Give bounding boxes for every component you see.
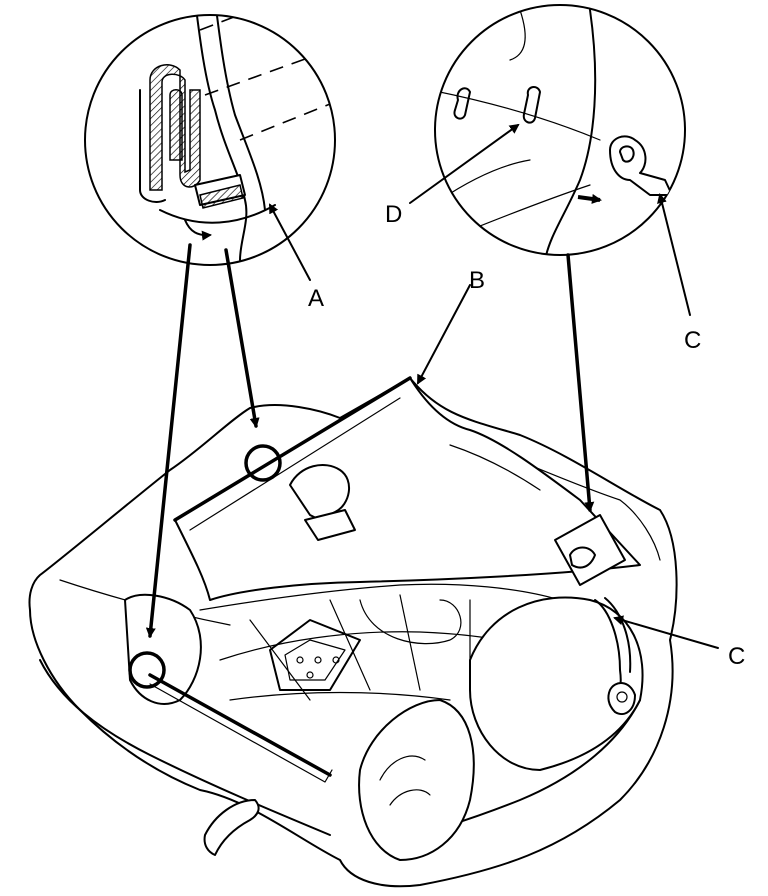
seat-clip-c [594, 597, 636, 715]
label-a: A [308, 285, 324, 312]
label-b: B [469, 267, 485, 294]
detail-view-a [84, 14, 336, 266]
seat-cover-b [173, 376, 641, 601]
label-d: D [385, 201, 402, 228]
location-circle-upper [244, 444, 282, 482]
label-c-main: C [728, 643, 745, 670]
location-circle-lower [128, 651, 166, 689]
front-trim-strip-edge [149, 683, 333, 783]
front-trim-strip [148, 673, 332, 777]
label-c-detail: C [684, 327, 701, 354]
leader-lines [145, 123, 719, 649]
detail-view-c-d [434, 4, 686, 256]
